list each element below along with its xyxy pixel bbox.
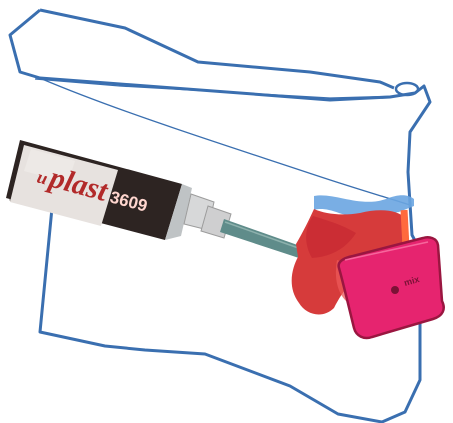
mixing-tip (184, 194, 306, 259)
tray-emblem-icon (391, 286, 399, 294)
syringe-cartridge: u plast 3609 (6, 140, 192, 240)
